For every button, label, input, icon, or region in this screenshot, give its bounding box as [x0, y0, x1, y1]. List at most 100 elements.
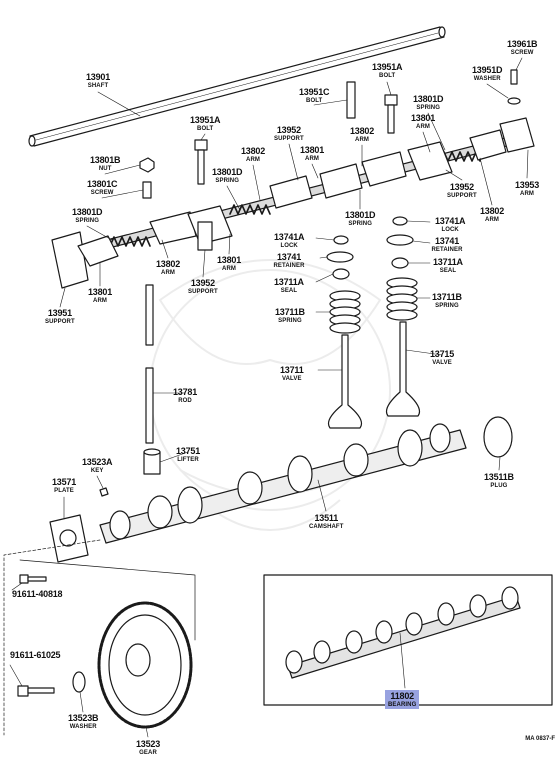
callout-number: 13801D	[345, 210, 376, 220]
callout-number: 13802	[241, 146, 266, 156]
highlight-number: 11802	[390, 691, 414, 701]
callout-number: 13802	[480, 206, 505, 216]
valve-13715	[385, 321, 421, 417]
callout-number: 13801B	[90, 155, 121, 165]
callout-part-name: ARM	[161, 270, 175, 276]
callout-number: 13741A	[274, 232, 305, 242]
arm-right-2	[499, 117, 535, 153]
callout-number: 13751	[176, 446, 201, 456]
code-number: 91611-61025	[10, 650, 61, 660]
figure-code: MA 0837-F	[525, 736, 555, 742]
callout-part-name: ARM	[520, 191, 534, 197]
callout-part-name: LIFTER	[177, 457, 199, 463]
callout-part-name: SEAL	[439, 268, 457, 274]
callout-part-name: BOLT	[379, 73, 396, 79]
callout-number: 13741	[277, 252, 302, 262]
callout-part-name: ARM	[416, 124, 430, 130]
pushrod-13781-upper	[145, 284, 154, 346]
callout-number: 13801	[411, 113, 436, 123]
callout-code-91611-61025[interactable]: 91611-61025	[10, 650, 61, 660]
callout-number: 13711B	[432, 292, 462, 302]
callout-part-name: SCREW	[510, 50, 534, 56]
callout-number: 13801C	[87, 179, 118, 189]
callout-part-name: SUPPORT	[45, 319, 75, 325]
spring-coil-mid	[229, 204, 271, 215]
callout-part-name: BOLT	[197, 126, 214, 132]
bolt-91611-61025	[17, 685, 29, 697]
callout-number: 13511	[314, 513, 338, 523]
callout-number: 13711	[280, 365, 304, 375]
callout-part-name: ROD	[178, 398, 192, 404]
callout-number: 13952	[449, 182, 474, 192]
callout-part-name: ARM	[222, 266, 236, 272]
callout-part-name: CAMSHAFT	[309, 524, 344, 530]
arm-center-3	[361, 151, 407, 187]
callout-number: 13711A	[274, 277, 304, 287]
bolt-13951a-left	[194, 139, 208, 151]
callout-number: 13715	[430, 349, 455, 359]
callout-part-name: SUPPORT	[188, 289, 218, 295]
nut-13801b	[139, 157, 155, 173]
bearing-inset	[263, 574, 553, 706]
callout-part-name: SPRING	[75, 218, 99, 224]
callout-code-91611-40818[interactable]: 91611-40818	[12, 590, 63, 599]
callout-number: 13951D	[472, 65, 503, 75]
callout-part-name: RETAINER	[431, 247, 463, 253]
leader-lines	[9, 57, 529, 738]
callout-number: 13781	[173, 387, 198, 397]
screw-13801c	[142, 181, 152, 199]
bolt-13951c	[346, 81, 356, 119]
highlight-name: BEARING	[388, 702, 417, 708]
spring-coil-left	[109, 236, 151, 247]
arm-right-1	[469, 129, 507, 161]
callout-number: 13523	[136, 739, 161, 749]
highlighted-callout-bearing[interactable]: 11802 BEARING	[385, 690, 420, 709]
callout-part-name: PLUG	[490, 483, 508, 489]
rocker-shaft	[28, 26, 446, 147]
top-fasteners	[139, 69, 521, 199]
